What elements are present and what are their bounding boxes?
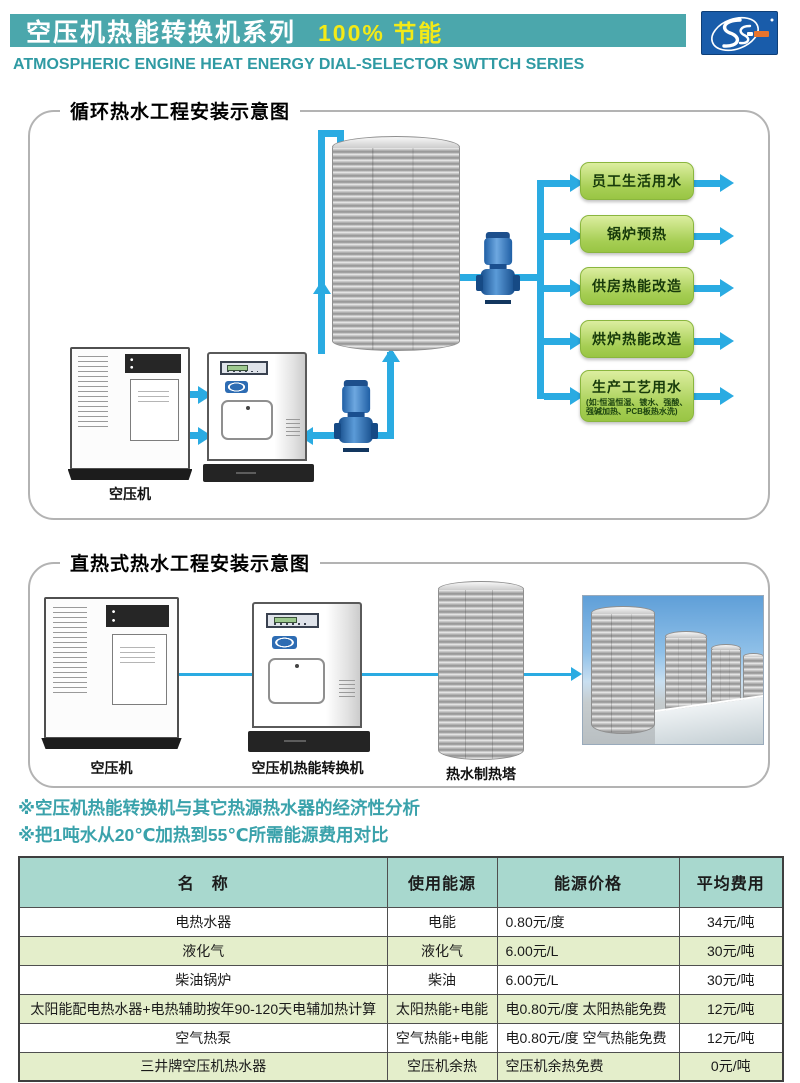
pipe-out bbox=[694, 392, 720, 400]
table-row: 太阳能配电热水器+电热辅助按年90-120天电辅加热计算 太阳热能+电能 电0.… bbox=[18, 993, 784, 1024]
photo-tank bbox=[591, 606, 655, 734]
circulation-pump-icon bbox=[476, 232, 520, 304]
pipe-out bbox=[694, 232, 720, 240]
heating-tower-image bbox=[438, 581, 524, 760]
diagram2-title: 直热式热水工程安装示意图 bbox=[60, 549, 321, 576]
table-row: 液化气 液化气 6.00元/L 30元/吨 bbox=[18, 935, 784, 966]
col-header-avg-cost: 平均费用 bbox=[678, 856, 784, 908]
col-header-price: 能源价格 bbox=[496, 856, 680, 908]
air-compressor-image bbox=[67, 347, 193, 480]
output-box-oven-heating: 烘炉热能改造 bbox=[580, 320, 694, 358]
output-box-boiler-preheat: 锅炉预热 bbox=[580, 215, 694, 253]
cost-comparison-table: 名 称 使用能源 能源价格 平均费用 电热水器 电能 0.80元/度 34元/吨… bbox=[18, 856, 784, 1082]
flow-arrow-icon bbox=[720, 387, 734, 405]
air-compressor-image bbox=[41, 597, 182, 749]
pipe-comp-to-conv-1 bbox=[186, 391, 200, 398]
energy-saving-badge: 100% 节能 bbox=[318, 19, 444, 46]
table-header-row: 名 称 使用能源 能源价格 平均费用 bbox=[18, 856, 784, 908]
circulation-pump-icon bbox=[334, 380, 378, 452]
flow-arrow-up-icon bbox=[312, 280, 331, 294]
flow-arrow-icon bbox=[720, 174, 734, 192]
page-title: 空压机热能转换机系列 bbox=[26, 18, 297, 47]
converter-label: 空压机热能转换机 bbox=[251, 760, 364, 776]
pipe-out bbox=[694, 284, 720, 292]
heat-converter-image bbox=[247, 602, 370, 752]
table-row: 电热水器 电能 0.80元/度 34元/吨 bbox=[18, 906, 784, 937]
flow-arrow-up-icon bbox=[381, 348, 400, 362]
pipe-out bbox=[694, 179, 720, 187]
output-box-process-water: 生产工艺用水 (如:恒温恒湿、镀水、强酸、强碱加热、PCB板热水洗) bbox=[580, 370, 694, 422]
tower-label: 热水制热塔 bbox=[446, 766, 516, 782]
pipe-branch bbox=[544, 392, 570, 400]
direct-diagram-panel: 直热式热水工程安装示意图 空压机 空压机热能转换机 热水制热塔 bbox=[28, 549, 770, 788]
compressor-label: 空压机 bbox=[90, 760, 133, 776]
col-header-energy: 使用能源 bbox=[386, 856, 498, 908]
brand-logo-icon bbox=[701, 11, 778, 55]
installation-photo bbox=[582, 595, 764, 745]
diagram1-title: 循环热水工程安装示意图 bbox=[60, 97, 301, 124]
flow-arrow-icon bbox=[720, 227, 734, 245]
title-banner: 空压机热能转换机系列 100% 节能 bbox=[10, 14, 686, 47]
table-row: 三井牌空压机热水器 空压机余热 空压机余热免费 0元/吨 bbox=[18, 1051, 784, 1082]
pipe-riser bbox=[318, 130, 325, 354]
process-water-note: (如:恒温恒湿、镀水、强酸、强碱加热、PCB板热水洗) bbox=[586, 397, 688, 416]
pipe-branch bbox=[544, 179, 570, 187]
pipe-pump-right bbox=[370, 432, 394, 439]
compressor-label: 空压机 bbox=[109, 486, 151, 502]
pipe-branch bbox=[544, 284, 570, 292]
pipe-pump-to-conv bbox=[313, 432, 339, 439]
output-box-domestic-water: 员工生活用水 bbox=[580, 162, 694, 200]
subtitle-en: ATMOSPHERIC ENGINE HEAT ENERGY DIAL-SELE… bbox=[13, 56, 585, 73]
pipe-comp-to-conv-2 bbox=[186, 432, 200, 439]
hot-water-tank-image bbox=[332, 136, 460, 351]
flow-line bbox=[179, 673, 571, 676]
col-header-name: 名 称 bbox=[18, 856, 388, 908]
heat-converter-image bbox=[203, 352, 314, 482]
pipe-tank-bottom bbox=[387, 352, 394, 439]
analysis-line-1: ※空压机热能转换机与其它热源热水器的经济性分析 bbox=[18, 798, 421, 818]
circulating-diagram-panel: 循环热水工程安装示意图 bbox=[28, 97, 770, 520]
pipe-branch bbox=[544, 337, 570, 345]
pipe-branch bbox=[544, 232, 570, 240]
flow-arrow-icon bbox=[720, 332, 734, 350]
pipe-top-run bbox=[318, 130, 344, 137]
flow-arrow-icon bbox=[571, 667, 582, 681]
pipe-manifold bbox=[537, 180, 544, 399]
table-row: 空气热泵 空气热能+电能 电0.80元/度 空气热能免费 12元/吨 bbox=[18, 1022, 784, 1053]
table-row: 柴油锅炉 柴油 6.00元/L 30元/吨 bbox=[18, 964, 784, 995]
flow-arrow-icon bbox=[720, 279, 734, 297]
economic-analysis-notes: ※空压机热能转换机与其它热源热水器的经济性分析 ※把1吨水从20℃加热到55℃所… bbox=[18, 795, 420, 849]
analysis-line-2: ※把1吨水从20℃加热到55℃所需能源费用对比 bbox=[18, 825, 389, 845]
output-box-room-heating: 供房热能改造 bbox=[580, 267, 694, 305]
pipe-out bbox=[694, 337, 720, 345]
